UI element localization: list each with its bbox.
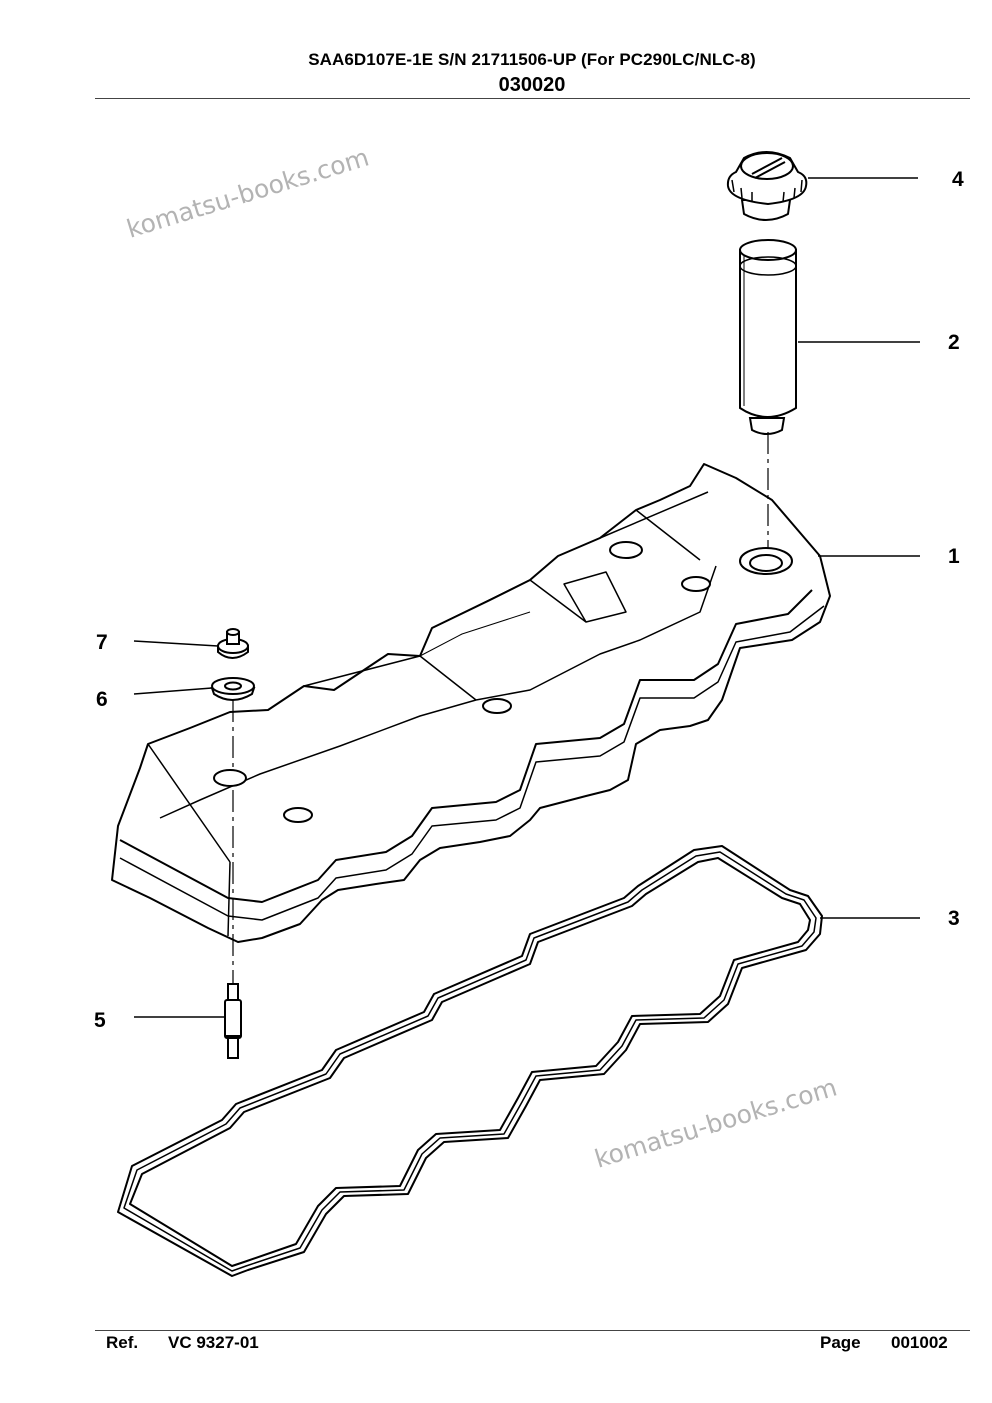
head-cover-gasket (117, 845, 823, 1277)
callout-7: 7 (96, 631, 108, 654)
ref-label: Ref. (106, 1333, 139, 1352)
leader-lines (133, 177, 920, 1018)
ref-value: VC 9327-01 (168, 1333, 259, 1352)
nut (217, 628, 249, 659)
callout-4: 4 (952, 168, 964, 191)
callout-1: 1 (948, 545, 960, 568)
callout-6: 6 (96, 688, 108, 711)
watermark-bottom: komatsu-books.com (591, 1072, 840, 1173)
assembly-lines (232, 432, 769, 984)
callout-2: 2 (948, 331, 960, 354)
watermark-top: komatsu-books.com (123, 142, 372, 243)
oil-filler-tube (739, 239, 797, 435)
page-label: Page (820, 1333, 861, 1352)
oil-filler-cap (726, 151, 808, 221)
callout-3: 3 (948, 907, 960, 930)
header-rule (95, 98, 970, 99)
page-value: 001002 (891, 1333, 948, 1352)
grommet (210, 677, 256, 701)
footer-rule (95, 1330, 970, 1331)
section-code: 030020 (498, 74, 566, 96)
stud (224, 983, 242, 1059)
page-title: SAA6D107E-1E S/N 21711506-UP (For PC290L… (308, 50, 756, 69)
cylinder-head-cover (111, 463, 831, 943)
callout-5: 5 (94, 1009, 106, 1032)
